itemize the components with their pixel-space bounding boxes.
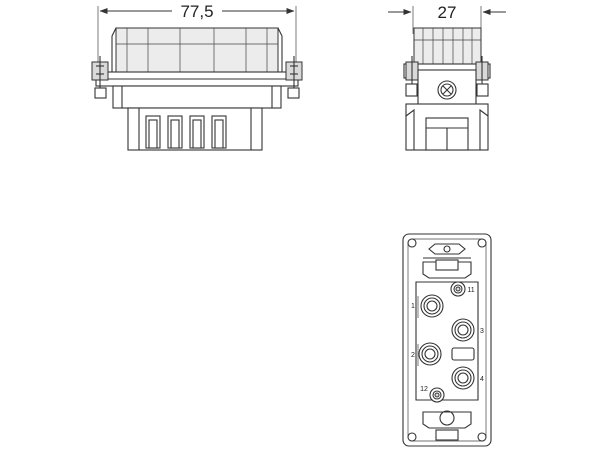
pin-label-2: 2 <box>411 352 415 359</box>
width-dimension: 77,5 <box>97 2 297 70</box>
pin-label-12: 12 <box>420 386 428 393</box>
logo-icon <box>428 243 466 255</box>
depth-dimension-label: 27 <box>438 3 457 22</box>
side-view: 27 <box>388 3 506 151</box>
pin-label-4: 4 <box>480 376 484 383</box>
pin-label-11: 11 <box>467 287 474 294</box>
width-dimension-label: 77,5 <box>180 2 213 21</box>
contact-face-view: 1 2 3 4 11 12 <box>402 233 492 447</box>
pin-label-1: 1 <box>411 303 415 310</box>
depth-dimension: 27 <box>388 3 506 34</box>
front-view: 77,5 <box>91 2 303 151</box>
pin-label-3: 3 <box>480 328 484 335</box>
